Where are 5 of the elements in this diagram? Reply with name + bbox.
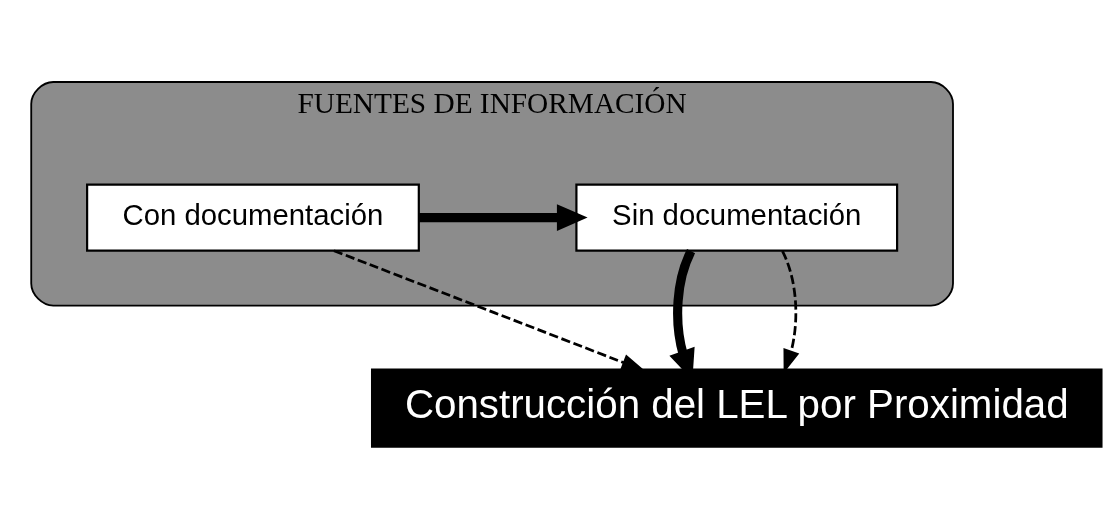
arrow bbox=[419, 204, 588, 231]
node-box: Sin documentación bbox=[575, 183, 899, 252]
node-box: Construcción del LEL por Proximidad bbox=[370, 368, 1103, 448]
node-box: Con documentación bbox=[86, 183, 420, 252]
arrow bbox=[333, 249, 646, 371]
